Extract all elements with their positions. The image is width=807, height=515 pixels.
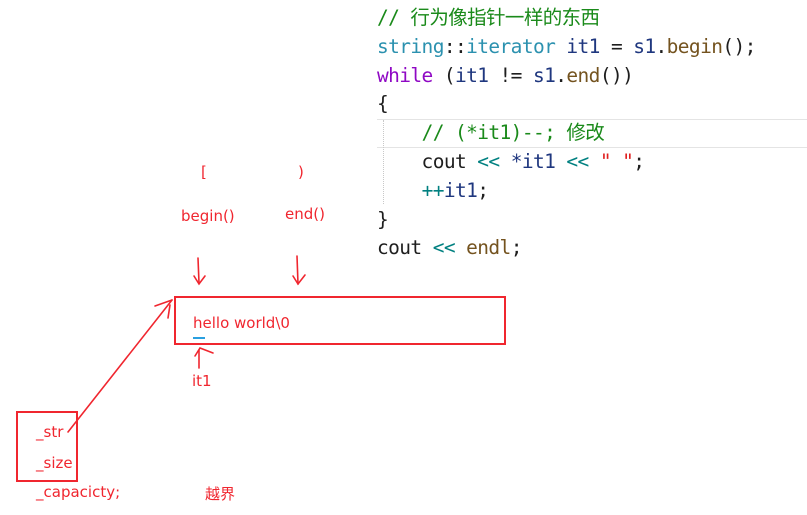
code-token-type: iterator	[466, 34, 556, 58]
code-token-keyword: while	[377, 63, 433, 87]
range-open-bracket: [	[201, 163, 207, 181]
code-token-comment: // (*it1)--; 修改	[421, 121, 605, 145]
code-token-plain: cout	[377, 149, 478, 173]
code-token-op: <<	[432, 236, 456, 260]
indent-guide	[383, 120, 384, 204]
code-line[interactable]: string::iterator it1 = s1.begin();	[377, 33, 756, 62]
code-token-func: end	[566, 63, 600, 87]
code-line[interactable]: // (*it1)--; 修改	[377, 119, 756, 148]
code-token-var: it1	[566, 34, 600, 58]
out-of-bounds-label: 越界	[205, 485, 236, 503]
member-size: _size	[36, 454, 73, 472]
code-line[interactable]: {	[377, 90, 756, 119]
code-token-plain: ();	[722, 34, 756, 58]
begin-down-arrow-icon	[193, 257, 206, 286]
code-token-plain: .	[655, 34, 668, 58]
code-token-plain: .	[555, 63, 567, 87]
member-str: _str	[36, 423, 64, 441]
code-token-var: it1	[443, 178, 478, 202]
it1-up-arrow-icon	[194, 347, 214, 369]
code-line[interactable]: while (it1 != s1.end())	[377, 62, 756, 91]
code-line[interactable]: // 行为像指针一样的东西	[377, 4, 756, 33]
code-token-var: *it1	[510, 149, 556, 173]
code-token-var: s1	[633, 34, 656, 58]
code-token-plain: }	[377, 207, 389, 231]
begin-label: begin()	[181, 207, 235, 225]
code-token-op: <<	[477, 149, 500, 173]
code-token-plain: {	[377, 92, 389, 116]
code-token-var: s1	[532, 63, 556, 87]
string-buffer-box	[174, 296, 506, 345]
code-token-op: <<	[566, 149, 589, 173]
code-line[interactable]: cout << endl;	[377, 234, 756, 263]
code-token-func: endl	[466, 236, 511, 260]
code-token-str: " "	[599, 149, 634, 173]
range-close-paren: )	[298, 163, 304, 181]
code-token-type: string	[377, 34, 444, 58]
code-token-plain: !=	[488, 63, 533, 87]
code-token-plain: cout	[377, 236, 433, 260]
members-box	[16, 411, 78, 482]
code-token-var: it1	[454, 63, 489, 87]
code-token-plain: ())	[599, 63, 634, 87]
code-token-func: begin	[666, 34, 723, 58]
current-line-highlight	[377, 119, 807, 148]
code-line[interactable]: ++it1;	[377, 177, 756, 206]
code-token-plain: ::	[443, 34, 467, 58]
end-label: end()	[285, 205, 325, 223]
code-token-op: ++	[421, 178, 445, 202]
pointer-arrow-icon	[67, 299, 173, 433]
code-token-comment: // 行为像指针一样的东西	[377, 6, 600, 29]
code-token-plain: ;	[633, 149, 645, 173]
code-line[interactable]: }	[377, 206, 756, 235]
code-token-plain: =	[599, 34, 634, 58]
text-cursor-marker	[193, 337, 205, 339]
code-token-plain: ;	[510, 236, 523, 260]
buffer-text: hello world\0	[193, 314, 290, 332]
member-capacity: _capacicty;	[36, 483, 121, 501]
code-line[interactable]: cout << *it1 << " ";	[377, 148, 756, 177]
code-token-plain: (	[432, 63, 456, 87]
end-down-arrow-icon	[292, 255, 306, 286]
code-token-plain: ;	[477, 178, 489, 202]
iterator-label: it1	[192, 372, 212, 390]
